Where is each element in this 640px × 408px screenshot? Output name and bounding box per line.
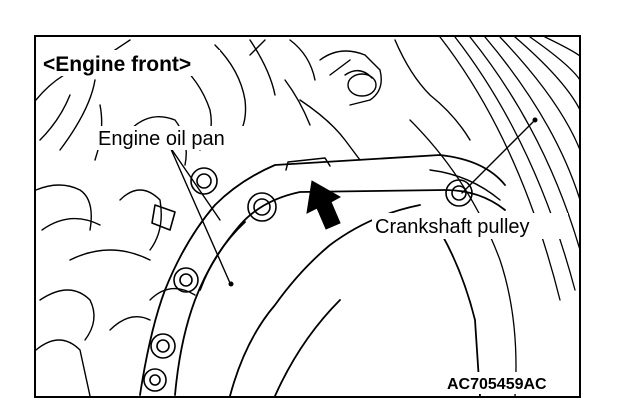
oil-pan-flange xyxy=(139,154,506,396)
flange-bolts xyxy=(143,167,473,392)
oil-pan-label-bg xyxy=(95,126,255,150)
leader-dot-pulley xyxy=(532,117,538,123)
leader-lines xyxy=(169,119,536,284)
pulley-label-bg xyxy=(372,213,568,239)
crankshaft-pulley-label: Crankshaft pulley xyxy=(375,216,530,238)
oil-pan-label: Engine oil pan xyxy=(98,128,225,150)
figure-code-bg xyxy=(440,372,575,394)
view-title-bg xyxy=(40,50,220,76)
view-title: <Engine front> xyxy=(43,53,191,76)
leader-dot-oil-pan xyxy=(228,281,234,287)
bold-arrow-icon xyxy=(306,180,342,230)
figure-code: AC705459AC xyxy=(447,376,547,393)
oil-pan-tab xyxy=(285,157,331,171)
